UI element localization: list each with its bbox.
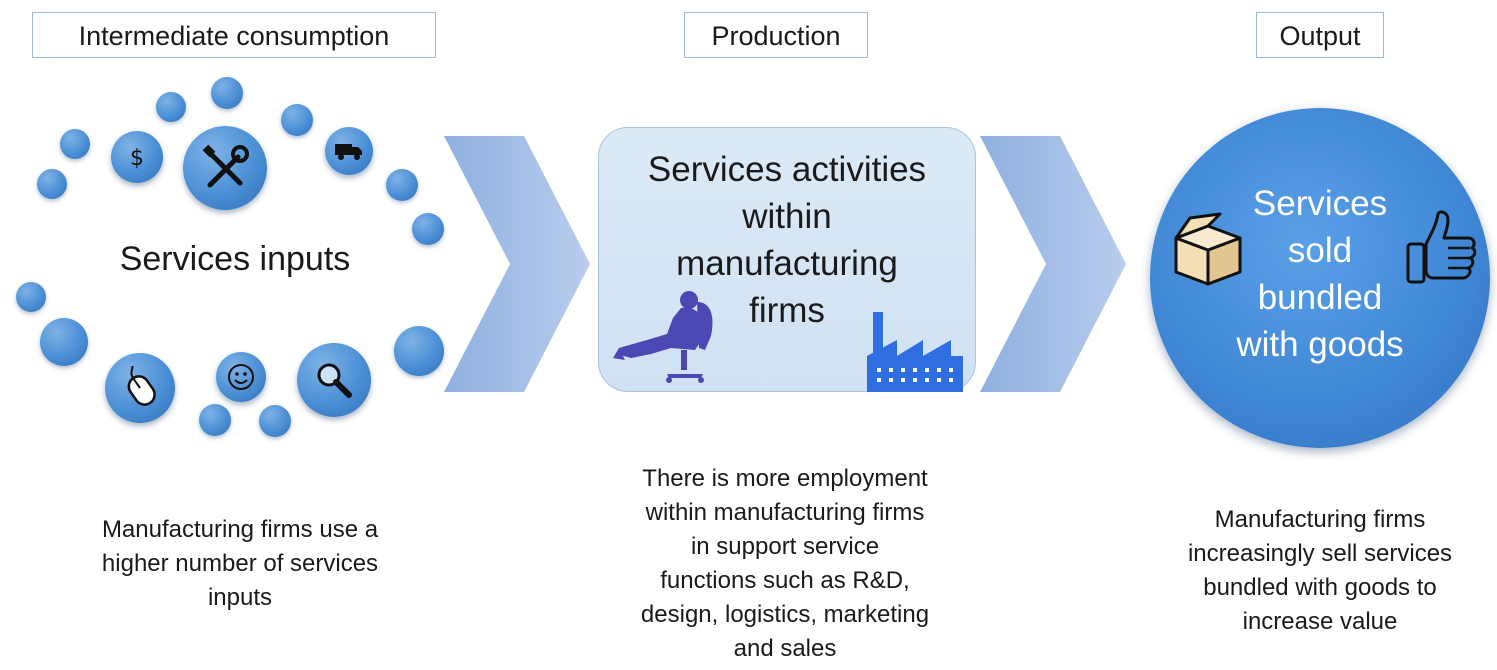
- caption-output: Manufacturing firms increasingly sell se…: [1187, 506, 1453, 635]
- stage-label-intermediate-consumption: Intermediate consumption: [32, 12, 436, 58]
- ring-dot: [394, 326, 444, 376]
- ring-dot: [40, 318, 88, 366]
- ring-dot: [60, 129, 90, 159]
- person-chair-icon: [613, 291, 713, 383]
- smiley-icon: [216, 352, 266, 402]
- ring-dot: [16, 282, 46, 312]
- caption-services-inputs: Manufacturing firms use a higher number …: [101, 516, 379, 611]
- ring-dot: [211, 77, 243, 109]
- services-inputs-title: Services inputs: [119, 240, 351, 278]
- production-title: Services activities within manufacturing…: [647, 150, 927, 330]
- factory-icon: [867, 312, 963, 392]
- ring-dot: [386, 169, 418, 201]
- ring-dot: [412, 213, 444, 245]
- chevron-arrow-1: [444, 136, 590, 392]
- ring-dot: [281, 104, 313, 136]
- caption-production: There is more employment within manufact…: [640, 465, 930, 662]
- thumbs-up-icon: [1406, 210, 1477, 284]
- box-icon: [1174, 212, 1242, 286]
- ring-dot: [156, 92, 186, 122]
- tools-icon: [183, 126, 267, 210]
- chevron-arrow-2: [980, 136, 1126, 392]
- mouse-icon: [105, 353, 175, 423]
- truck-icon: [325, 127, 373, 175]
- ring-dot: [37, 169, 67, 199]
- stage-label-output: Output: [1256, 12, 1384, 58]
- dollar-icon: $: [111, 131, 163, 183]
- magnifier-icon: [297, 343, 371, 417]
- ring-dot: [199, 404, 231, 436]
- output-title: Services sold bundled with goods: [1236, 184, 1404, 364]
- production-box: Services activities within manufacturing…: [598, 127, 976, 392]
- ring-dot: [259, 405, 291, 437]
- stage-label-production: Production: [684, 12, 868, 58]
- svg-text:$: $: [130, 146, 144, 171]
